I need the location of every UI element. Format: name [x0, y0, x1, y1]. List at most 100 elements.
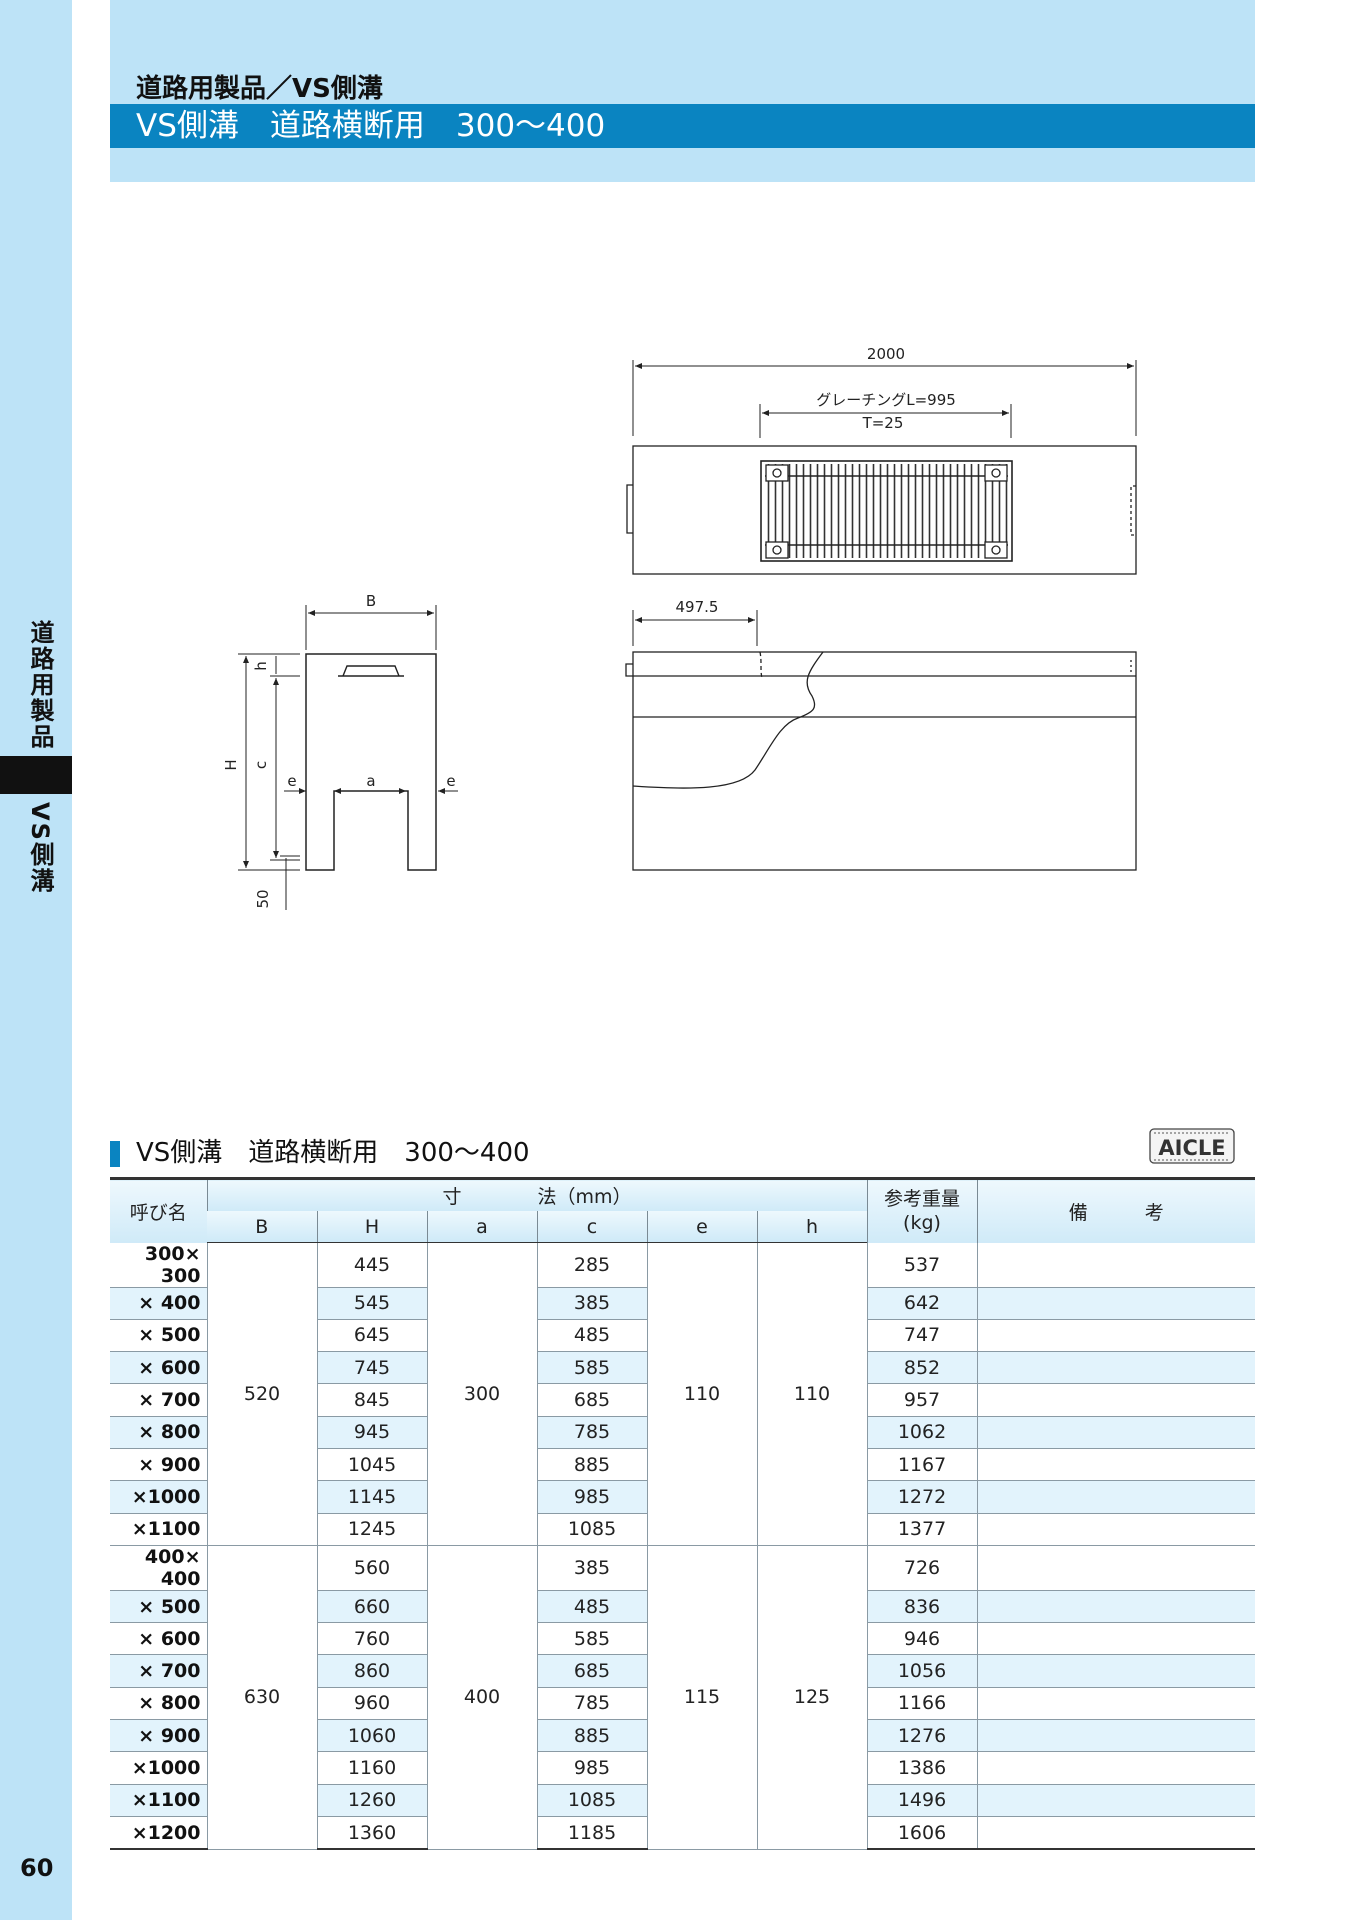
cell-weight: 1496 — [866, 1784, 977, 1817]
cell-H: 1060 — [316, 1719, 427, 1753]
col-header-H: H — [316, 1211, 427, 1243]
cell-remarks — [976, 1816, 1255, 1851]
cell-weight: 726 — [866, 1544, 977, 1591]
cell-remarks — [976, 1784, 1255, 1817]
cell-c: 385 — [536, 1287, 647, 1320]
side-tab-category: 道路用製品 — [26, 620, 54, 750]
col-header-a: a — [426, 1211, 537, 1243]
cell-c: 1085 — [536, 1784, 647, 1817]
cell-H: 660 — [316, 1590, 427, 1624]
table-row: ×1000 1145 985 1272 — [110, 1480, 1255, 1514]
cell-remarks — [976, 1654, 1255, 1688]
cell-c: 985 — [536, 1480, 647, 1514]
title-bar — [110, 104, 1255, 148]
cell-a: 300 — [426, 1242, 537, 1546]
cell-name: × 600 — [110, 1351, 207, 1385]
label-a: a — [366, 772, 375, 790]
cell-H: 445 — [316, 1242, 427, 1288]
cell-weight: 1056 — [866, 1654, 977, 1688]
cell-weight: 1272 — [866, 1480, 977, 1514]
cell-name: × 700 — [110, 1654, 207, 1688]
cell-B: 520 — [206, 1242, 317, 1546]
cell-name: ×1000 — [110, 1480, 207, 1514]
grating-length-label: グレーチングL=995 — [816, 391, 956, 409]
cell-c: 285 — [536, 1242, 647, 1288]
cell-weight: 836 — [866, 1590, 977, 1624]
cell-H: 760 — [316, 1622, 427, 1656]
cell-a: 400 — [426, 1544, 537, 1850]
cell-H: 560 — [316, 1544, 427, 1591]
cell-H: 1245 — [316, 1513, 427, 1546]
cell-weight: 946 — [866, 1622, 977, 1656]
cell-c: 1085 — [536, 1513, 647, 1546]
cell-remarks — [976, 1351, 1255, 1385]
cell-H: 1145 — [316, 1480, 427, 1514]
cell-H: 545 — [316, 1287, 427, 1320]
cell-name: × 700 — [110, 1383, 207, 1417]
cell-remarks — [976, 1719, 1255, 1753]
spec-table: 呼び名 寸 法（mm） 参考重量 (kg) 備 考 B H a c e h 30… — [110, 1177, 1255, 1851]
plan-length-label: 2000 — [867, 345, 905, 363]
grating-thickness-label: T=25 — [862, 414, 904, 432]
cell-name: 300× 300 — [110, 1242, 207, 1288]
cell-H: 945 — [316, 1416, 427, 1449]
cell-remarks — [976, 1416, 1255, 1449]
cell-c: 985 — [536, 1751, 647, 1785]
cell-h: 110 — [756, 1242, 867, 1546]
side-elevation: 497.5 — [625, 598, 1137, 871]
cell-weight: 957 — [866, 1383, 977, 1417]
cell-e: 115 — [646, 1544, 757, 1850]
header-band — [110, 0, 1255, 182]
col-header-weight: 参考重量 (kg) — [866, 1177, 977, 1243]
cell-c: 585 — [536, 1351, 647, 1385]
label-e-right: e — [446, 772, 455, 790]
table-title: VS側溝 道路横断用 300〜400 — [136, 1138, 530, 1168]
cell-H: 845 — [316, 1383, 427, 1417]
label-B: B — [366, 592, 376, 610]
cell-H: 960 — [316, 1687, 427, 1721]
cell-c: 385 — [536, 1544, 647, 1591]
cell-remarks — [976, 1751, 1255, 1785]
cell-weight: 1276 — [866, 1719, 977, 1753]
aicle-logo: AICLE — [1149, 1128, 1235, 1164]
cell-name: ×1000 — [110, 1751, 207, 1785]
cell-weight: 1166 — [866, 1687, 977, 1721]
cell-H: 745 — [316, 1351, 427, 1385]
cell-h: 125 — [756, 1544, 867, 1850]
cell-B: 630 — [206, 1544, 317, 1850]
cell-c: 485 — [536, 1319, 647, 1353]
cell-weight: 1606 — [866, 1816, 977, 1851]
col-header-e: e — [646, 1211, 757, 1243]
cell-name: × 500 — [110, 1319, 207, 1353]
cell-H: 645 — [316, 1319, 427, 1353]
cell-remarks — [976, 1448, 1255, 1482]
cell-c: 885 — [536, 1448, 647, 1482]
cell-weight: 642 — [866, 1287, 977, 1320]
cell-name: × 600 — [110, 1622, 207, 1656]
cell-weight: 1377 — [866, 1513, 977, 1546]
cell-c: 785 — [536, 1687, 647, 1721]
label-base: 50 — [254, 889, 272, 908]
label-c: c — [252, 761, 270, 769]
table-row: × 900 1060 885 1276 — [110, 1719, 1255, 1753]
page-number: 60 — [20, 1854, 54, 1882]
cell-c: 885 — [536, 1719, 647, 1753]
cell-remarks — [976, 1319, 1255, 1353]
cell-H: 860 — [316, 1654, 427, 1688]
cell-remarks — [976, 1544, 1255, 1591]
col-header-B: B — [207, 1211, 317, 1243]
cell-H: 1045 — [316, 1448, 427, 1482]
cross-section: B H c h 50 e a e — [222, 592, 458, 910]
cell-name: × 900 — [110, 1719, 207, 1753]
cell-remarks — [976, 1242, 1255, 1288]
